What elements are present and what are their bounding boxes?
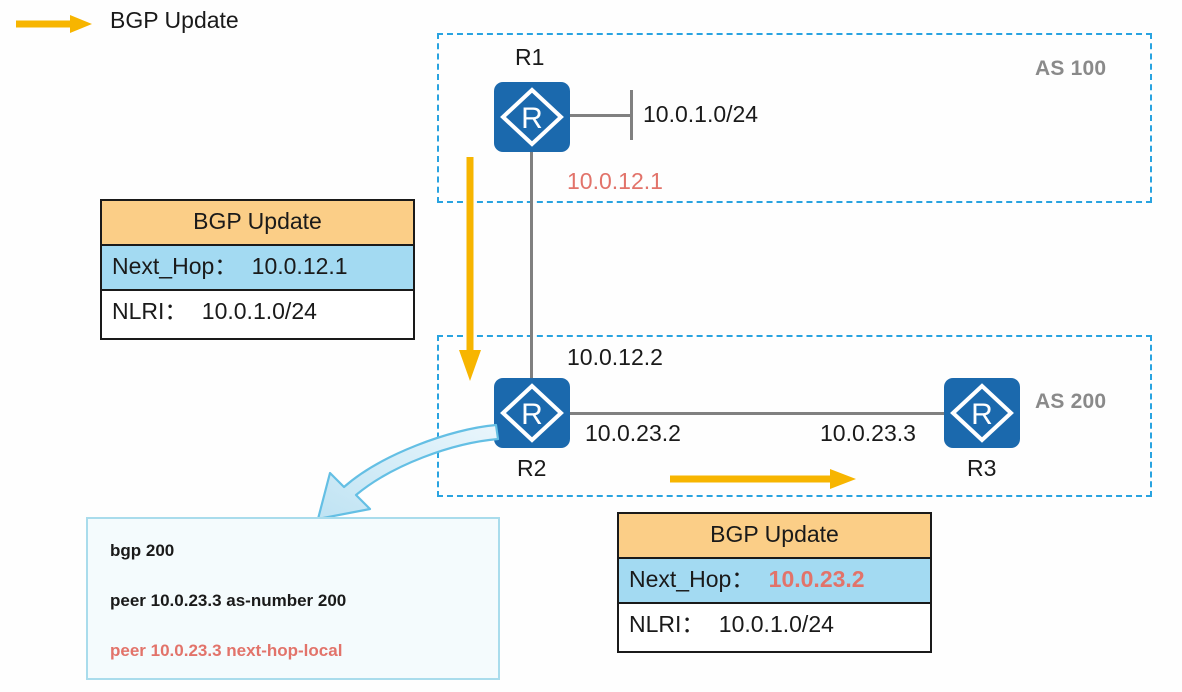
- router-glyph-r2: R: [500, 383, 564, 443]
- config-line-1: bgp 200: [110, 541, 175, 560]
- lan-stub-line: [570, 114, 632, 117]
- as-label-as100: AS 100: [1035, 57, 1107, 80]
- interface-label-r3-to-r2: 10.0.23.3: [820, 420, 916, 446]
- lan-stub-cap: [630, 90, 633, 140]
- interface-label-r1-to-r2: 10.0.12.1: [567, 168, 663, 194]
- lan-network-label: 10.0.1.0/24: [643, 101, 759, 127]
- bgp-update-left-next-hop-value: 10.0.12.1: [251, 253, 348, 279]
- router-label-r3: R3: [967, 455, 997, 481]
- bgp-update-left-nlri-row: NLRI： 10.0.1.0/24: [102, 291, 413, 336]
- router-label-r2: R2: [517, 455, 547, 481]
- as-label-as200: AS 200: [1035, 390, 1107, 413]
- bgp-update-right-next-hop-key: Next_Hop：: [629, 566, 755, 592]
- legend-label: BGP Update: [110, 7, 239, 33]
- router-icon-r2[interactable]: R: [494, 378, 570, 448]
- as-region-as100: [437, 33, 1152, 203]
- bgp-update-right-title: BGP Update: [619, 514, 930, 559]
- interface-label-r2-to-r1: 10.0.12.2: [567, 344, 663, 370]
- link-r1-r2: [530, 152, 533, 382]
- router-icon-r1[interactable]: R: [494, 82, 570, 152]
- bgp-update-table-left: BGP Update Next_Hop： 10.0.12.1 NLRI： 10.…: [100, 199, 415, 340]
- bgp-update-flow-arrow-vertical: [459, 157, 481, 381]
- interface-label-r2-to-r3: 10.0.23.2: [585, 420, 681, 446]
- bgp-update-right-next-hop-value: 10.0.23.2: [768, 566, 865, 592]
- bgp-update-left-next-hop-key: Next_Hop：: [112, 253, 238, 279]
- svg-text:R: R: [521, 102, 543, 135]
- svg-text:R: R: [521, 398, 543, 431]
- router-label-r1: R1: [515, 44, 545, 70]
- config-callout-pointer-icon: [316, 423, 500, 520]
- config-callout-box: bgp 200 peer 10.0.23.3 as-number 200 pee…: [86, 517, 500, 680]
- router-glyph-r3: R: [950, 383, 1014, 443]
- bgp-update-right-next-hop-row: Next_Hop： 10.0.23.2: [619, 559, 930, 604]
- bgp-update-left-nlri-key: NLRI：: [112, 298, 188, 324]
- bgp-update-table-right: BGP Update Next_Hop： 10.0.23.2 NLRI： 10.…: [617, 512, 932, 653]
- bgp-update-left-nlri-value: 10.0.1.0/24: [201, 298, 317, 324]
- bgp-update-right-nlri-value: 10.0.1.0/24: [718, 611, 834, 637]
- legend-arrow-icon: [16, 15, 92, 33]
- config-line-2: peer 10.0.23.3 as-number 200: [110, 591, 347, 610]
- config-line-3: peer 10.0.23.3 next-hop-local: [110, 641, 343, 660]
- bgp-update-flow-arrow-horizontal: [670, 469, 856, 489]
- router-glyph-r1: R: [500, 87, 564, 147]
- svg-text:R: R: [971, 398, 993, 431]
- router-icon-r3[interactable]: R: [944, 378, 1020, 448]
- bgp-update-right-nlri-key: NLRI：: [629, 611, 705, 637]
- bgp-update-right-nlri-row: NLRI： 10.0.1.0/24: [619, 604, 930, 649]
- as-region-as200: [437, 335, 1152, 497]
- link-r2-r3: [570, 412, 946, 415]
- bgp-update-left-next-hop-row: Next_Hop： 10.0.12.1: [102, 246, 413, 291]
- bgp-update-left-title: BGP Update: [102, 201, 413, 246]
